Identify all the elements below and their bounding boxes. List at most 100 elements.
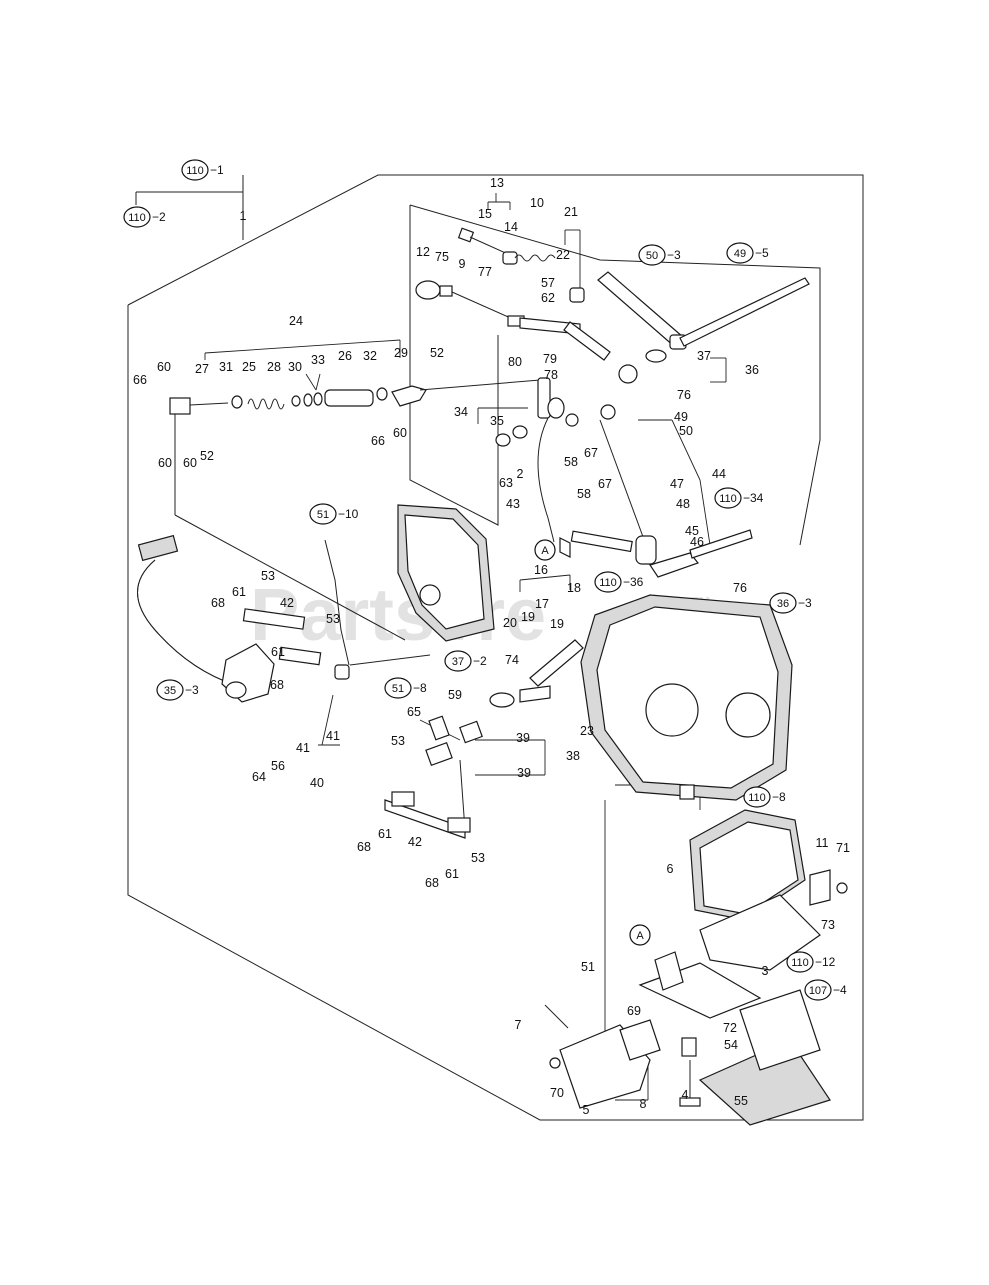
part-number-29: 29 xyxy=(394,346,408,360)
part-number-35: 35 xyxy=(490,414,504,428)
part-number-78: 78 xyxy=(544,368,558,382)
part-number-4: 4 xyxy=(682,1088,689,1102)
marker-letter: A xyxy=(541,545,549,557)
ref-circle-110-8: 110 −8 xyxy=(743,786,786,808)
cable-rod xyxy=(599,404,753,578)
ref-circle-suffix: −2 xyxy=(473,654,487,668)
part-number-57: 57 xyxy=(541,276,555,290)
part-number-60: 60 xyxy=(157,360,171,374)
part-number-42: 42 xyxy=(408,835,422,849)
marker-outline xyxy=(629,924,651,946)
ref-circle-110-1: 110−1 xyxy=(181,159,224,181)
part-number-53: 53 xyxy=(391,734,405,748)
ref-circle-suffix: −8 xyxy=(772,790,786,804)
ref-circle-outline xyxy=(769,592,797,614)
watermark-text: PartsTre xyxy=(250,573,546,656)
ref-circle-suffix: −5 xyxy=(755,246,769,260)
part-number-3: 3 xyxy=(762,964,769,978)
ref-circle-suffix: −36 xyxy=(623,575,644,589)
part-number-53: 53 xyxy=(326,612,340,626)
ref-circle-number: 49 xyxy=(734,248,746,260)
part-number-55: 55 xyxy=(734,1094,748,1108)
ref-circle-36-3: 36−3 xyxy=(769,592,812,614)
gear-case xyxy=(397,504,495,642)
watermark: PartsTre ™ xyxy=(250,573,712,656)
part-number-8: 8 xyxy=(640,1097,647,1111)
marker-letter: A xyxy=(636,930,644,942)
ref-circle-number: 107 xyxy=(809,985,827,997)
part-number-68: 68 xyxy=(357,840,371,854)
part-number-53: 53 xyxy=(471,851,485,865)
marker-outline xyxy=(534,539,556,561)
part-number-41: 41 xyxy=(326,729,340,743)
part-number-52: 52 xyxy=(200,449,214,463)
shift-lever xyxy=(495,377,633,558)
part-number-80: 80 xyxy=(508,355,522,369)
linkage-subassembly-outline xyxy=(174,204,821,641)
part-number-18: 18 xyxy=(567,581,581,595)
ref-circle-35-3: 35−3 xyxy=(156,679,199,701)
leader-lines xyxy=(204,193,727,1101)
ref-circle-outline xyxy=(726,242,754,264)
part-number-21: 21 xyxy=(564,205,578,219)
parts-drawing xyxy=(137,227,848,1126)
part-number-1: 1 xyxy=(240,209,247,223)
part-number-36: 36 xyxy=(745,363,759,377)
ref-circle-outline xyxy=(638,244,666,266)
ref-circle-number: 110 xyxy=(748,792,766,804)
part-number-61: 61 xyxy=(271,645,285,659)
ref-circle-suffix: −8 xyxy=(413,681,427,695)
part-number-9: 9 xyxy=(459,257,466,271)
ref-circle-number: 110 xyxy=(599,577,617,589)
part-number-39: 39 xyxy=(516,731,530,745)
part-number-34: 34 xyxy=(454,405,468,419)
ref-circle-suffix: −34 xyxy=(743,491,764,505)
part-number-30: 30 xyxy=(288,360,302,374)
part-number-25: 25 xyxy=(242,360,256,374)
part-number-28: 28 xyxy=(267,360,281,374)
part-number-38: 38 xyxy=(566,749,580,763)
ref-circle-outline xyxy=(594,571,622,593)
mount-brackets xyxy=(544,951,831,1126)
section-marker-a: A xyxy=(629,924,651,946)
right-upper-shafts xyxy=(519,271,810,384)
part-number-75: 75 xyxy=(435,250,449,264)
part-number-48: 48 xyxy=(676,497,690,511)
part-number-68: 68 xyxy=(211,596,225,610)
ref-circle-number: 50 xyxy=(646,250,658,262)
part-number-26: 26 xyxy=(338,349,352,363)
part-number-54: 54 xyxy=(724,1038,738,1052)
part-number-76: 76 xyxy=(733,581,747,595)
part-number-45: 45 xyxy=(685,524,699,538)
part-number-43: 43 xyxy=(506,497,520,511)
part-number-47: 47 xyxy=(670,477,684,491)
ref-circle-outline xyxy=(181,159,209,181)
part-number-24: 24 xyxy=(289,314,303,328)
ref-circle-107-4: 107−4 xyxy=(804,979,847,1001)
part-number-60: 60 xyxy=(393,426,407,440)
part-number-67: 67 xyxy=(584,446,598,460)
part-number-31: 31 xyxy=(219,360,233,374)
ref-circle-outline xyxy=(156,679,184,701)
ref-circle-suffix: −10 xyxy=(338,507,359,521)
part-number-53: 53 xyxy=(261,569,275,583)
ref-circle-suffix: −2 xyxy=(152,210,166,224)
transmission-housing xyxy=(580,594,793,801)
ref-circle-outline xyxy=(786,951,814,973)
part-number-37: 37 xyxy=(697,349,711,363)
part-number-10: 10 xyxy=(530,196,544,210)
ref-circle-outline xyxy=(123,206,151,228)
part-number-66: 66 xyxy=(133,373,147,387)
part-number-46: 46 xyxy=(690,535,704,549)
part-number-60: 60 xyxy=(183,456,197,470)
ref-circle-50-3: 50−3 xyxy=(638,244,681,266)
part-number-72: 72 xyxy=(723,1021,737,1035)
part-number-73: 73 xyxy=(821,918,835,932)
part-number-23: 23 xyxy=(580,724,594,738)
part-number-61: 61 xyxy=(445,867,459,881)
part-number-69: 69 xyxy=(627,1004,641,1018)
ref-circle-110-34: 110−34 xyxy=(714,487,764,509)
part-number-39: 39 xyxy=(517,766,531,780)
part-number-68: 68 xyxy=(425,876,439,890)
